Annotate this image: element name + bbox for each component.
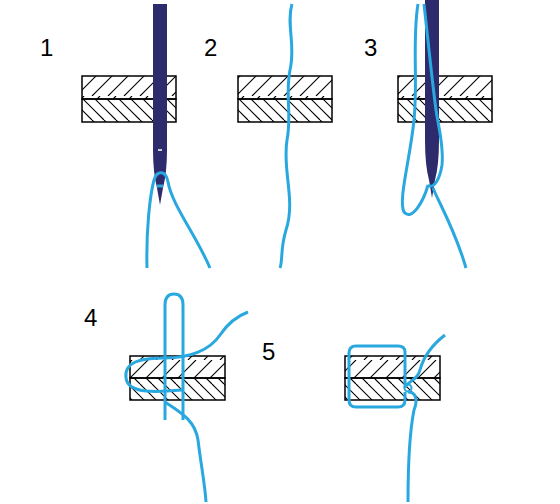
thread-upper <box>424 4 442 186</box>
thread-in-eye <box>157 185 163 188</box>
top-thread <box>405 335 445 386</box>
knot <box>405 385 412 392</box>
needle-groove <box>158 149 162 151</box>
bobbin-thread <box>165 402 206 502</box>
thread <box>147 173 210 268</box>
panel-3 <box>398 0 492 268</box>
upper-layer <box>398 76 492 99</box>
panel-5 <box>345 335 445 502</box>
upper-layer <box>238 76 332 99</box>
thread-loop <box>402 4 428 215</box>
lower-layer <box>345 378 440 400</box>
thread <box>280 4 292 268</box>
top-thread <box>126 312 248 392</box>
step-number: 5 <box>262 340 275 364</box>
step-number: 2 <box>204 36 217 60</box>
step-number: 1 <box>40 36 53 60</box>
stitch-loop <box>349 346 405 407</box>
panel-2 <box>238 4 332 268</box>
step-number: 3 <box>364 36 377 60</box>
bobbin-thread <box>408 392 416 502</box>
thread-lower <box>433 188 466 268</box>
lower-layer <box>398 99 492 122</box>
panel-4 <box>126 294 248 502</box>
step-number: 4 <box>84 306 97 330</box>
panel-1 <box>82 4 210 268</box>
lower-layer <box>238 99 332 122</box>
